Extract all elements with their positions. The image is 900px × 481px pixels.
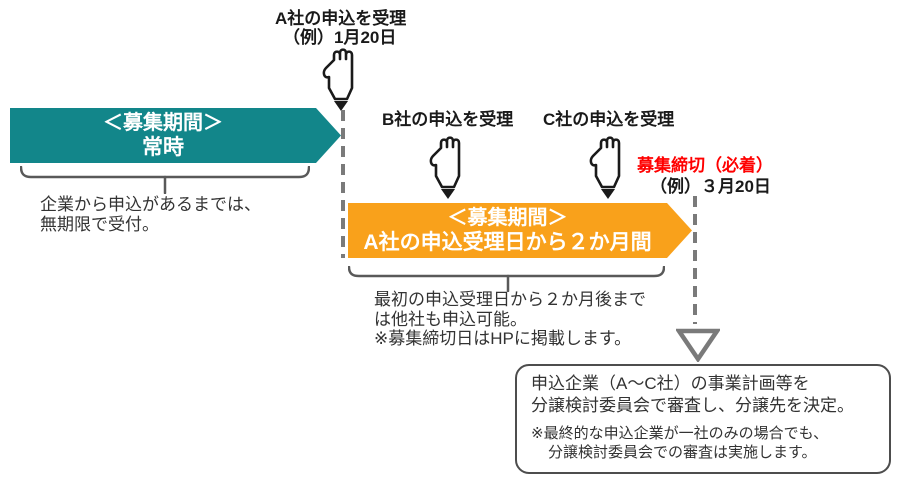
limited-period-note-line1: 最初の申込受理日から２か月後まで (374, 290, 646, 309)
timeline-dashed-line-a (341, 110, 345, 258)
deadline-label: 募集締切（必着） (637, 156, 773, 175)
hand-stamp-icon-a (321, 46, 361, 112)
limited-period-banner: ＜募集期間＞ A社の申込受理日から２か月間 (348, 203, 692, 258)
company-a-receipt-label: A社の申込を受理 (275, 9, 407, 28)
decision-line1: 申込企業（A～C社）の事業計画等を (531, 374, 810, 393)
company-a-receipt-date: （例）1月20日 (283, 28, 397, 47)
limited-period-brace (347, 265, 666, 297)
open-period-note-line1: 企業から申込があるまでは、 (40, 195, 261, 214)
company-b-receipt-label: B社の申込を受理 (382, 110, 514, 129)
hand-stamp-icon-b (428, 134, 468, 200)
open-period-note-line2: 無期限で受付。 (40, 214, 159, 234)
open-period-note: 企業から申込があるまでは、 無期限で受付。 (40, 195, 261, 234)
company-c-receipt-label: C社の申込を受理 (543, 110, 675, 129)
deadline-dashed-line (693, 196, 697, 324)
decision-note1: ※最終的な申込企業が一社のみの場合でも、 (531, 425, 829, 442)
hand-stamp-icon-c (588, 134, 628, 200)
down-triangle-icon (674, 328, 722, 367)
limited-period-note: 最初の申込受理日から２か月後まで は他社も申込可能。 ※募集締切日はHPに掲載し… (374, 290, 646, 349)
limited-period-note-line3: ※募集締切日はHPに掲載します。 (374, 329, 632, 348)
decision-note2: 分譲検討委員会での審査は実施します。 (548, 444, 817, 461)
deadline-date: （例）３月20日 (650, 177, 771, 196)
limited-period-banner-value: A社の申込受理日から２か月間 (363, 231, 652, 254)
open-period-brace (19, 165, 311, 199)
decision-box: 申込企業（A～C社）の事業計画等を 分譲検討委員会で審査し、分譲先を決定。 ※最… (515, 364, 891, 474)
open-period-banner: ＜募集期間＞ 常時 (10, 108, 341, 163)
limited-period-banner-title: ＜募集期間＞ (447, 207, 568, 229)
open-period-banner-value: 常時 (142, 136, 184, 159)
open-period-banner-title: ＜募集期間＞ (103, 112, 223, 134)
limited-period-note-line2: は他社も申込可能。 (374, 309, 527, 329)
decision-line2: 分譲検討委員会で審査し、分譲先を決定。 (531, 396, 854, 415)
